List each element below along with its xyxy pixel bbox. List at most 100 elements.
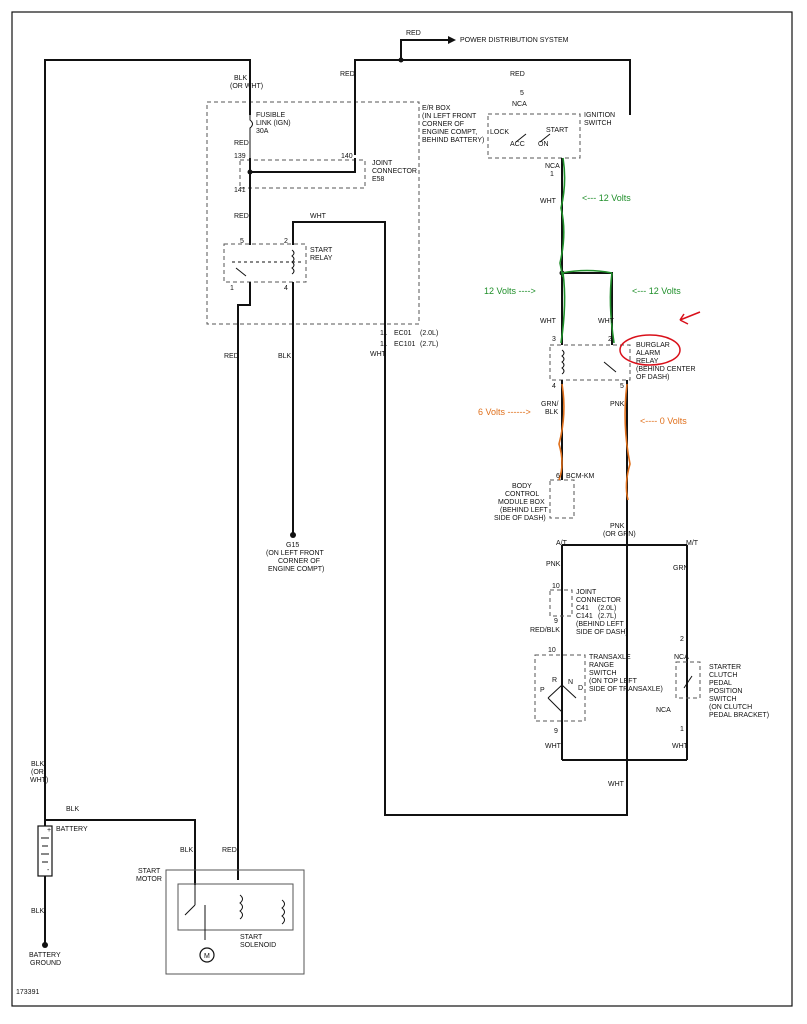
label-wht-relay: WHT [310,213,327,220]
label-blk: BLK [234,75,248,82]
annotation-red-circle [619,334,681,366]
bcm-l4: (BEHIND LEFT [500,507,549,514]
sr-p2: 2 [284,238,288,245]
label-pnk-or-grn-1: PNK [610,523,625,530]
label-wht-ec: WHT [370,351,387,358]
cl-p1: 1 [680,726,684,733]
sr-l2: RELAY [310,255,333,262]
trs-outline [534,654,586,722]
fusible-amp: 30A [256,128,269,135]
br-p2: 2 [608,336,612,343]
start-relay-outline [223,243,307,283]
label-grn-blk-2: BLK [545,409,559,416]
label-blk-battery: BLK [66,806,80,813]
trs-d: D [578,685,583,692]
jc-c41-outline [549,589,573,617]
c41-c41-note: (2.0L) [598,605,616,612]
label-blk-motor: BLK [180,847,194,854]
solenoid-coil-2-icon [281,899,285,925]
br-p4: 4 [552,383,556,390]
label-red-blk: RED/BLK [530,627,560,634]
branch-mt: M/T [686,540,699,547]
bcm-outline [549,479,575,519]
label-or-wht: (OR WHT) [230,83,263,90]
label-wht-at: WHT [545,743,562,750]
sr-p1: 1 [230,285,234,292]
volt-12-a: <--- 12 Volts [582,193,631,203]
ec-ec101: EC101 [394,341,416,348]
label-top-red: RED [406,30,421,37]
label-blk-ground: BLK [31,908,45,915]
arrow-to-pds-icon [448,36,456,44]
wire-red-solenoid [237,282,251,880]
fusible-link-icon [249,115,253,158]
br-p3: 3 [552,336,556,343]
sr-p4: 4 [284,285,288,292]
cl-l6: (ON CLUTCH [709,704,752,711]
motor-s1: START [240,934,263,941]
label-red-ign: RED [510,71,525,78]
motor-icon [199,947,215,963]
ign-acc: ACC [510,141,525,148]
label-red-top: RED [340,71,355,78]
annotation-orange-1 [558,383,565,481]
ec-p11b: 11 [380,341,387,348]
label-pnk-or-grn-2: (OR GRN) [603,531,636,538]
c41-l1: JOINT [576,589,597,596]
volt-6: 6 Volts ------> [478,407,531,417]
wire-blk-left [44,59,251,855]
bat-ground-2: GROUND [30,960,61,967]
ign-p5: 5 [520,90,524,97]
g15-l3: ENGINE COMPT) [268,566,324,573]
br-l4: (BEHIND CENTER [636,366,696,373]
br-p5: 5 [620,383,624,390]
label-blk-lower: BLK [278,353,292,360]
label-pnk-br: PNK [610,401,625,408]
motor-l2: MOTOR [136,876,162,883]
motor-s2: SOLENOID [240,942,276,949]
label-grn-mt: GRN [673,565,689,572]
wire-wht-relay [292,221,386,340]
ign-nca-bottom: NCA [545,163,560,170]
c41-l4: SIDE OF DASH) [576,629,628,636]
er-box-l3: ENGINE COMPT, [422,129,477,136]
trs-p9: 9 [554,728,558,735]
annotation-green-1 [559,157,566,278]
jc-e58-outline [239,159,366,189]
label-wht-bus: WHT [608,781,625,788]
br-l2: ALARM [636,350,660,357]
relay-coil-icon [291,249,295,275]
solenoid-coil-1-icon [239,894,243,920]
clutch-contact-icon [683,675,693,689]
label-blk-or-3: WHT) [30,777,48,784]
cl-l5: SWITCH [709,696,737,703]
label-wht-mt: WHT [672,743,689,750]
bcm-l2: CONTROL [505,491,539,498]
splice-dot [398,57,404,63]
cl-l4: POSITION [709,688,742,695]
br-l1: BURGLAR [636,342,670,349]
jc-p140: 140 [341,153,353,160]
cl-l1: STARTER [709,664,741,671]
label-grn-blk-1: GRN/ [541,401,559,408]
c41-c141: C141 [576,613,593,620]
sr-l1: START [310,247,333,254]
er-box-l4: BEHIND BATTERY) [422,137,484,144]
ec-ec01-note: (2.0L) [420,330,438,337]
clutch-switch-outline [675,661,701,699]
ign-p1: 1 [550,171,554,178]
branch-at: A/T [556,540,568,547]
annotation-red-arrow-icon [679,311,701,325]
sr-p5: 5 [240,238,244,245]
er-box-outline [206,101,420,325]
ign-on: ON [538,141,549,148]
er-box-l2: CORNER OF [422,121,464,128]
label-pnk-at: PNK [546,561,561,568]
bcm-conn: BCM-KM [566,473,595,480]
cl-l2: CLUTCH [709,672,737,679]
wire-red-to-pds [400,39,448,60]
ec-ec01: EC01 [394,330,412,337]
burglar-switch-icon [603,361,617,373]
